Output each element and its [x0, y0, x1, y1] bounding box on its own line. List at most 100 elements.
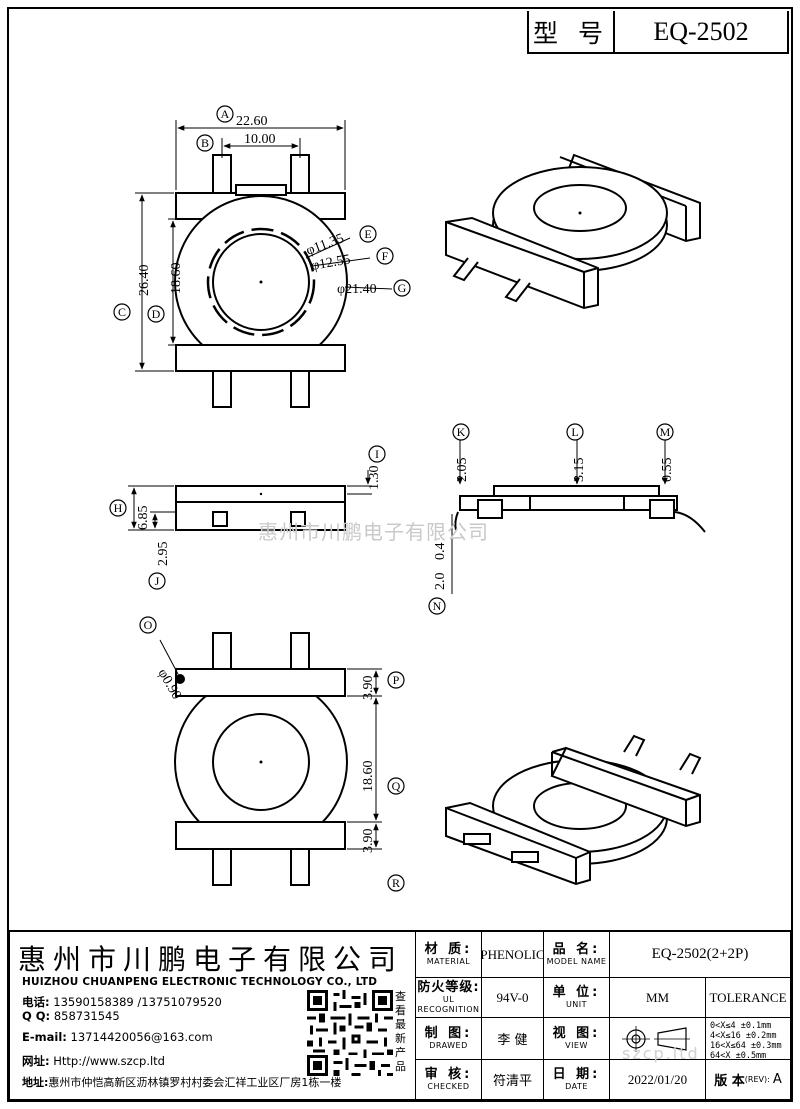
front-lead [674, 511, 706, 533]
pin-top-right [290, 154, 310, 194]
flame-value: 94V-0 [481, 978, 543, 1018]
dim-k: 2.05 [455, 458, 470, 483]
email-value: 13714420056@163.com [70, 1030, 213, 1044]
drawn-value: 李 健 [481, 1018, 543, 1060]
callout-circle-p [387, 671, 405, 689]
qq-line: Q Q: 858731545 [22, 1009, 120, 1023]
callout-letter-q: Q [392, 779, 401, 793]
dim-n2: 0.4 [433, 543, 448, 561]
dashed-circle [206, 227, 316, 337]
flame-label: 防火等级:UL RECOGNITION [415, 978, 481, 1018]
dim-m: 0.55 [660, 458, 675, 483]
callout-circle-a [216, 105, 234, 123]
iso2-back-flange [550, 746, 701, 828]
pin1-marker [175, 674, 185, 684]
callout-circle-n [428, 597, 446, 615]
tol-row-1: 0<X≤4 ±0.1mm [710, 1021, 772, 1031]
top-view [174, 154, 348, 408]
callout-circle-j [148, 572, 166, 590]
callout-letter-c: C [118, 305, 126, 319]
qr-caption: 查看最新产品 [395, 990, 406, 1073]
drawn-label: 制 图:DRAWED [415, 1018, 481, 1060]
side-pin-right [290, 511, 306, 527]
bot-pin-top-left [212, 632, 232, 670]
dim-d: 18.60 [169, 263, 184, 295]
address-line: 地址:惠州市仲恺高新区沥林镇罗村村委会汇祥工业区厂房1栋一楼 [22, 1076, 342, 1089]
callout-circle-m [656, 423, 674, 441]
bot-top-flange [175, 668, 346, 697]
model-name-value: EQ-2502(2+2P) [609, 932, 790, 978]
email-line: E-mail: 13714420056@163.com [22, 1030, 213, 1044]
iso-view-bottom [445, 734, 702, 886]
web-line: 网址: Http://www.szcp.ltd [22, 1054, 165, 1068]
iso-front-flange [445, 216, 599, 310]
callout-circle-g [393, 279, 411, 297]
title-grid: 材 质:MATERIAL PHENOLIC 品 名:MODEL NAME EQ-… [415, 932, 790, 1099]
qr-code-icon[interactable] [307, 990, 393, 1076]
unit-value: MM [609, 978, 705, 1018]
checked-label: 审 核:CHECKED [415, 1060, 481, 1099]
callout-letter-h: H [114, 501, 123, 515]
tolerance-label: TOLERANCE [705, 978, 790, 1018]
callout-circle-k [452, 423, 470, 441]
bottom-view-dims [159, 639, 382, 850]
front-pin-right [649, 499, 675, 519]
callout-letter-f: F [382, 249, 389, 263]
bot-bottom-flange [175, 821, 346, 850]
site-watermark: szcp.ltd [622, 1044, 700, 1063]
material-value: PHENOLIC [480, 932, 545, 978]
rev-value: A [772, 1072, 782, 1087]
callout-letter-e: E [364, 227, 371, 241]
callout-letter-o: O [144, 618, 153, 632]
iso2-pad-2 [511, 851, 539, 863]
callout-letter-l: L [571, 425, 578, 439]
callout-circle-c [113, 303, 131, 321]
iso-pin-1 [452, 257, 479, 282]
company-name-cn: 惠州市川鹏电子有限公司 [18, 943, 404, 976]
material-label: 材 质:MATERIAL [415, 932, 481, 978]
unit-label: 单 位:UNIT [543, 978, 609, 1018]
callout-letter-n: N [433, 599, 442, 613]
dim-r: 3.90 [361, 829, 376, 854]
front-base [459, 495, 678, 511]
dim-i: 1.30 [367, 466, 382, 491]
callout-circle-f [376, 247, 394, 265]
bot-pin-top-right [290, 632, 310, 670]
callout-letter-d: D [152, 307, 161, 321]
callout-letter-a: A [221, 107, 230, 121]
tol-row-2: 4<X≤16 ±0.2mm [710, 1031, 777, 1041]
callout-letter-i: I [375, 447, 379, 461]
rev-small: (REV): [744, 1075, 770, 1084]
dim-b: 10.00 [244, 132, 276, 147]
qq-value: 858731545 [53, 1009, 120, 1023]
date-label: 日 期:DATE [543, 1060, 609, 1099]
iso-view-top [445, 153, 701, 310]
callout-circle-b [196, 134, 214, 152]
watermark-text: 惠州市川鹏电子有限公司 [258, 520, 489, 544]
model-header: 型 号 EQ-2502 [527, 11, 789, 54]
bot-pin-bottom-right [290, 848, 310, 886]
dim-a: 22.60 [236, 114, 268, 129]
callout-circle-h [109, 499, 127, 517]
bot-pin-bottom-left [212, 848, 232, 886]
callout-letter-j: J [155, 574, 160, 588]
projection-symbol [609, 1018, 705, 1060]
side-pin-left [212, 511, 228, 527]
pin-bottom-right [290, 370, 310, 408]
callout-letter-m: M [660, 425, 671, 439]
pin-top-left [212, 154, 232, 194]
iso2-pin-2 [679, 752, 702, 775]
callout-circle-q [387, 777, 405, 795]
dim-q: 18.60 [361, 761, 376, 793]
bottom-view [174, 632, 348, 886]
tolerance-table: 0<X≤4 ±0.1mm 4<X≤16 ±0.2mm 16<X≤64 ±0.3m… [705, 1018, 790, 1061]
callout-letter-b: B [201, 136, 209, 150]
callout-circle-o [139, 616, 157, 634]
company-name-en: HUIZHOU CHUANPENG ELECTRONIC TECHNOLOGY … [22, 976, 378, 988]
side-view [175, 485, 346, 531]
iso-hole [533, 184, 627, 232]
web-link[interactable]: Http://www.szcp.ltd [53, 1054, 165, 1068]
iso2-pin-1 [623, 734, 646, 757]
model-value: EQ-2502 [653, 16, 749, 46]
